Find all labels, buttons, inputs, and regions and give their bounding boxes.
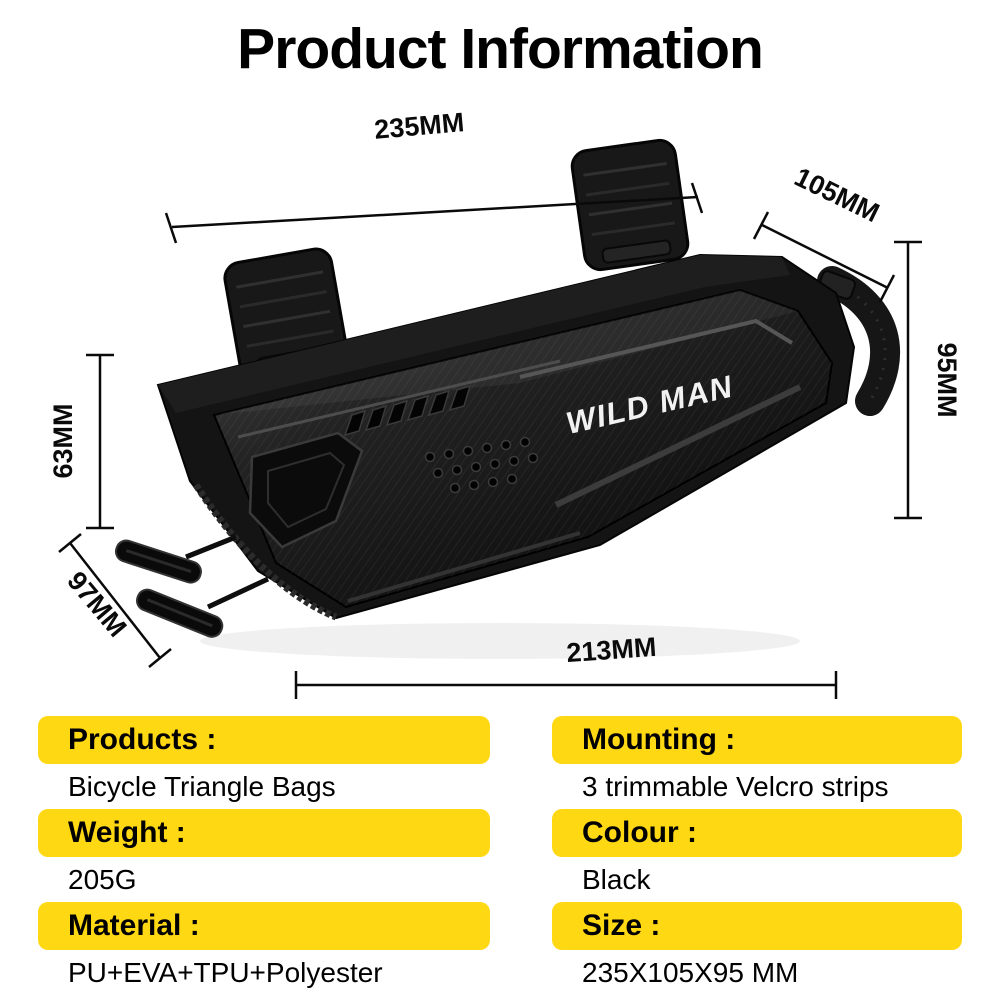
product-figure: WILD MAN (0, 85, 1000, 715)
perforation-dots (424, 436, 539, 494)
dimension-top (164, 182, 704, 244)
dimension-bottom (294, 671, 838, 699)
spec-mounting: Mounting : 3 trimmable Velcro strips (552, 716, 962, 809)
spec-label-products: Products : (38, 716, 490, 764)
spec-value-colour: Black (582, 863, 651, 895)
spec-products: Products : Bicycle Triangle Bags (38, 716, 490, 809)
spec-label-weight: Weight : (38, 809, 490, 857)
left-accent-panel (248, 431, 364, 549)
zipper-pull-2 (135, 588, 224, 638)
dimension-label-top-right: 105MM (790, 162, 884, 228)
spec-value-products: Bicycle Triangle Bags (68, 770, 336, 802)
dimension-top-right (752, 211, 896, 303)
vent-slats (343, 384, 472, 437)
dimension-right (894, 240, 922, 520)
spec-value-mounting: 3 trimmable Velcro strips (582, 770, 889, 802)
dimension-left (86, 353, 114, 530)
page-title: Product Information (237, 17, 764, 81)
spec-table: Products : Bicycle Triangle Bags Mountin… (0, 716, 1000, 995)
spec-label-material: Material : (38, 902, 490, 950)
product-photo: WILD MAN (48, 107, 962, 699)
zipper (114, 483, 338, 638)
spec-weight: Weight : 205G (38, 809, 490, 902)
dimension-bottom-left (58, 533, 172, 668)
spec-colour: Colour : Black (552, 809, 962, 902)
spec-label-colour: Colour : (552, 809, 962, 857)
dimension-label-left: 63MM (48, 403, 78, 478)
dimension-lines (58, 182, 922, 699)
zipper-pull-1 (114, 539, 202, 584)
spec-value-material: PU+EVA+TPU+Polyester (68, 956, 383, 988)
velcro-strap-right (570, 138, 690, 272)
spec-label-size: Size : (552, 902, 962, 950)
dimension-label-bottom: 213MM (565, 632, 657, 668)
spec-label-mounting: Mounting : (552, 716, 962, 764)
bag-top-fabric (158, 255, 790, 413)
spec-value-weight: 205G (68, 863, 137, 895)
product-shadow (200, 623, 800, 659)
dimension-label-top: 235MM (373, 107, 465, 145)
spec-material: Material : PU+EVA+TPU+Polyester (38, 902, 490, 995)
dimension-label-right: 95MM (932, 342, 962, 417)
spec-value-size: 235X105X95 MM (582, 956, 799, 988)
spec-size: Size : 235X105X95 MM (552, 902, 962, 995)
